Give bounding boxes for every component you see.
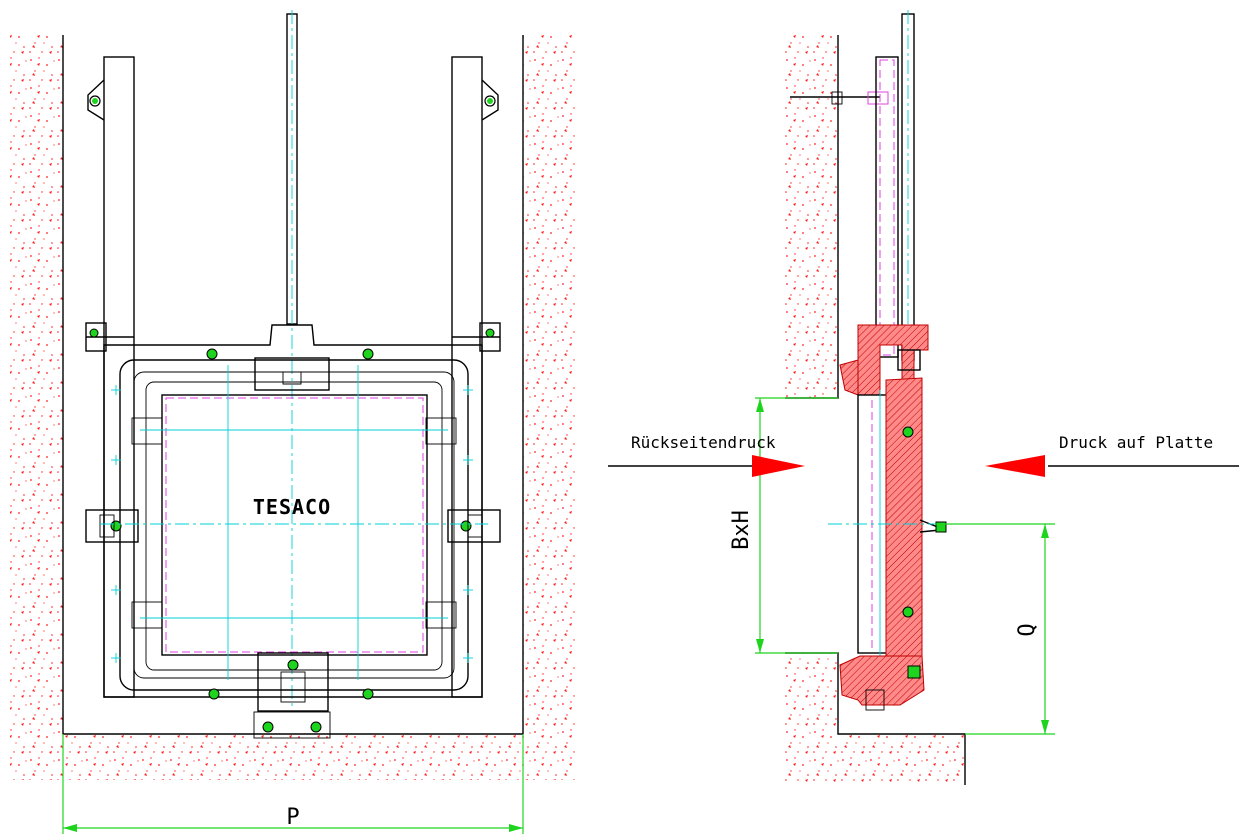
size-dimension [755,397,838,654]
gate-plate [161,394,428,656]
section-view: BxH Q Rückseitendruck Druck auf Platte [608,10,1239,785]
front-pressure-label: Druck auf Platte [1059,433,1213,452]
concrete-section-wall [785,35,838,398]
right-top-bracket [481,79,499,121]
concrete-left-wall [10,35,63,780]
concrete-right-wall [523,35,575,780]
brand-text: TESACO [253,495,331,519]
front-pressure-arrow [985,455,1239,477]
left-clamp [85,509,139,543]
height-dimension-label: Q [1015,623,1040,636]
left-guide-rail [103,56,135,698]
bottom-guide-block [257,652,329,712]
right-guide-rail [451,56,483,698]
width-dimension-label: P [286,805,299,830]
concrete-section-base [785,653,965,785]
size-dimension-label: BxH [729,510,754,550]
section-guide-rail [875,56,899,358]
concrete-floor [63,734,523,780]
wedge-pads [131,417,457,629]
left-top-bracket [87,79,105,121]
frame-body [119,359,469,691]
channel-outline [62,35,524,735]
frame-outer [103,324,483,698]
back-pressure-arrow [608,455,805,477]
height-dimension [935,523,1055,735]
back-pressure-label: Rückseitendruck [631,433,776,452]
right-clamp [447,509,501,543]
section-bottom-casting [839,655,925,706]
spindle-nut-block [254,357,330,391]
front-view: TESACO P [10,10,575,834]
width-dimension [62,734,524,834]
frame-bolts [206,348,374,733]
section-gate-plate [885,377,923,663]
